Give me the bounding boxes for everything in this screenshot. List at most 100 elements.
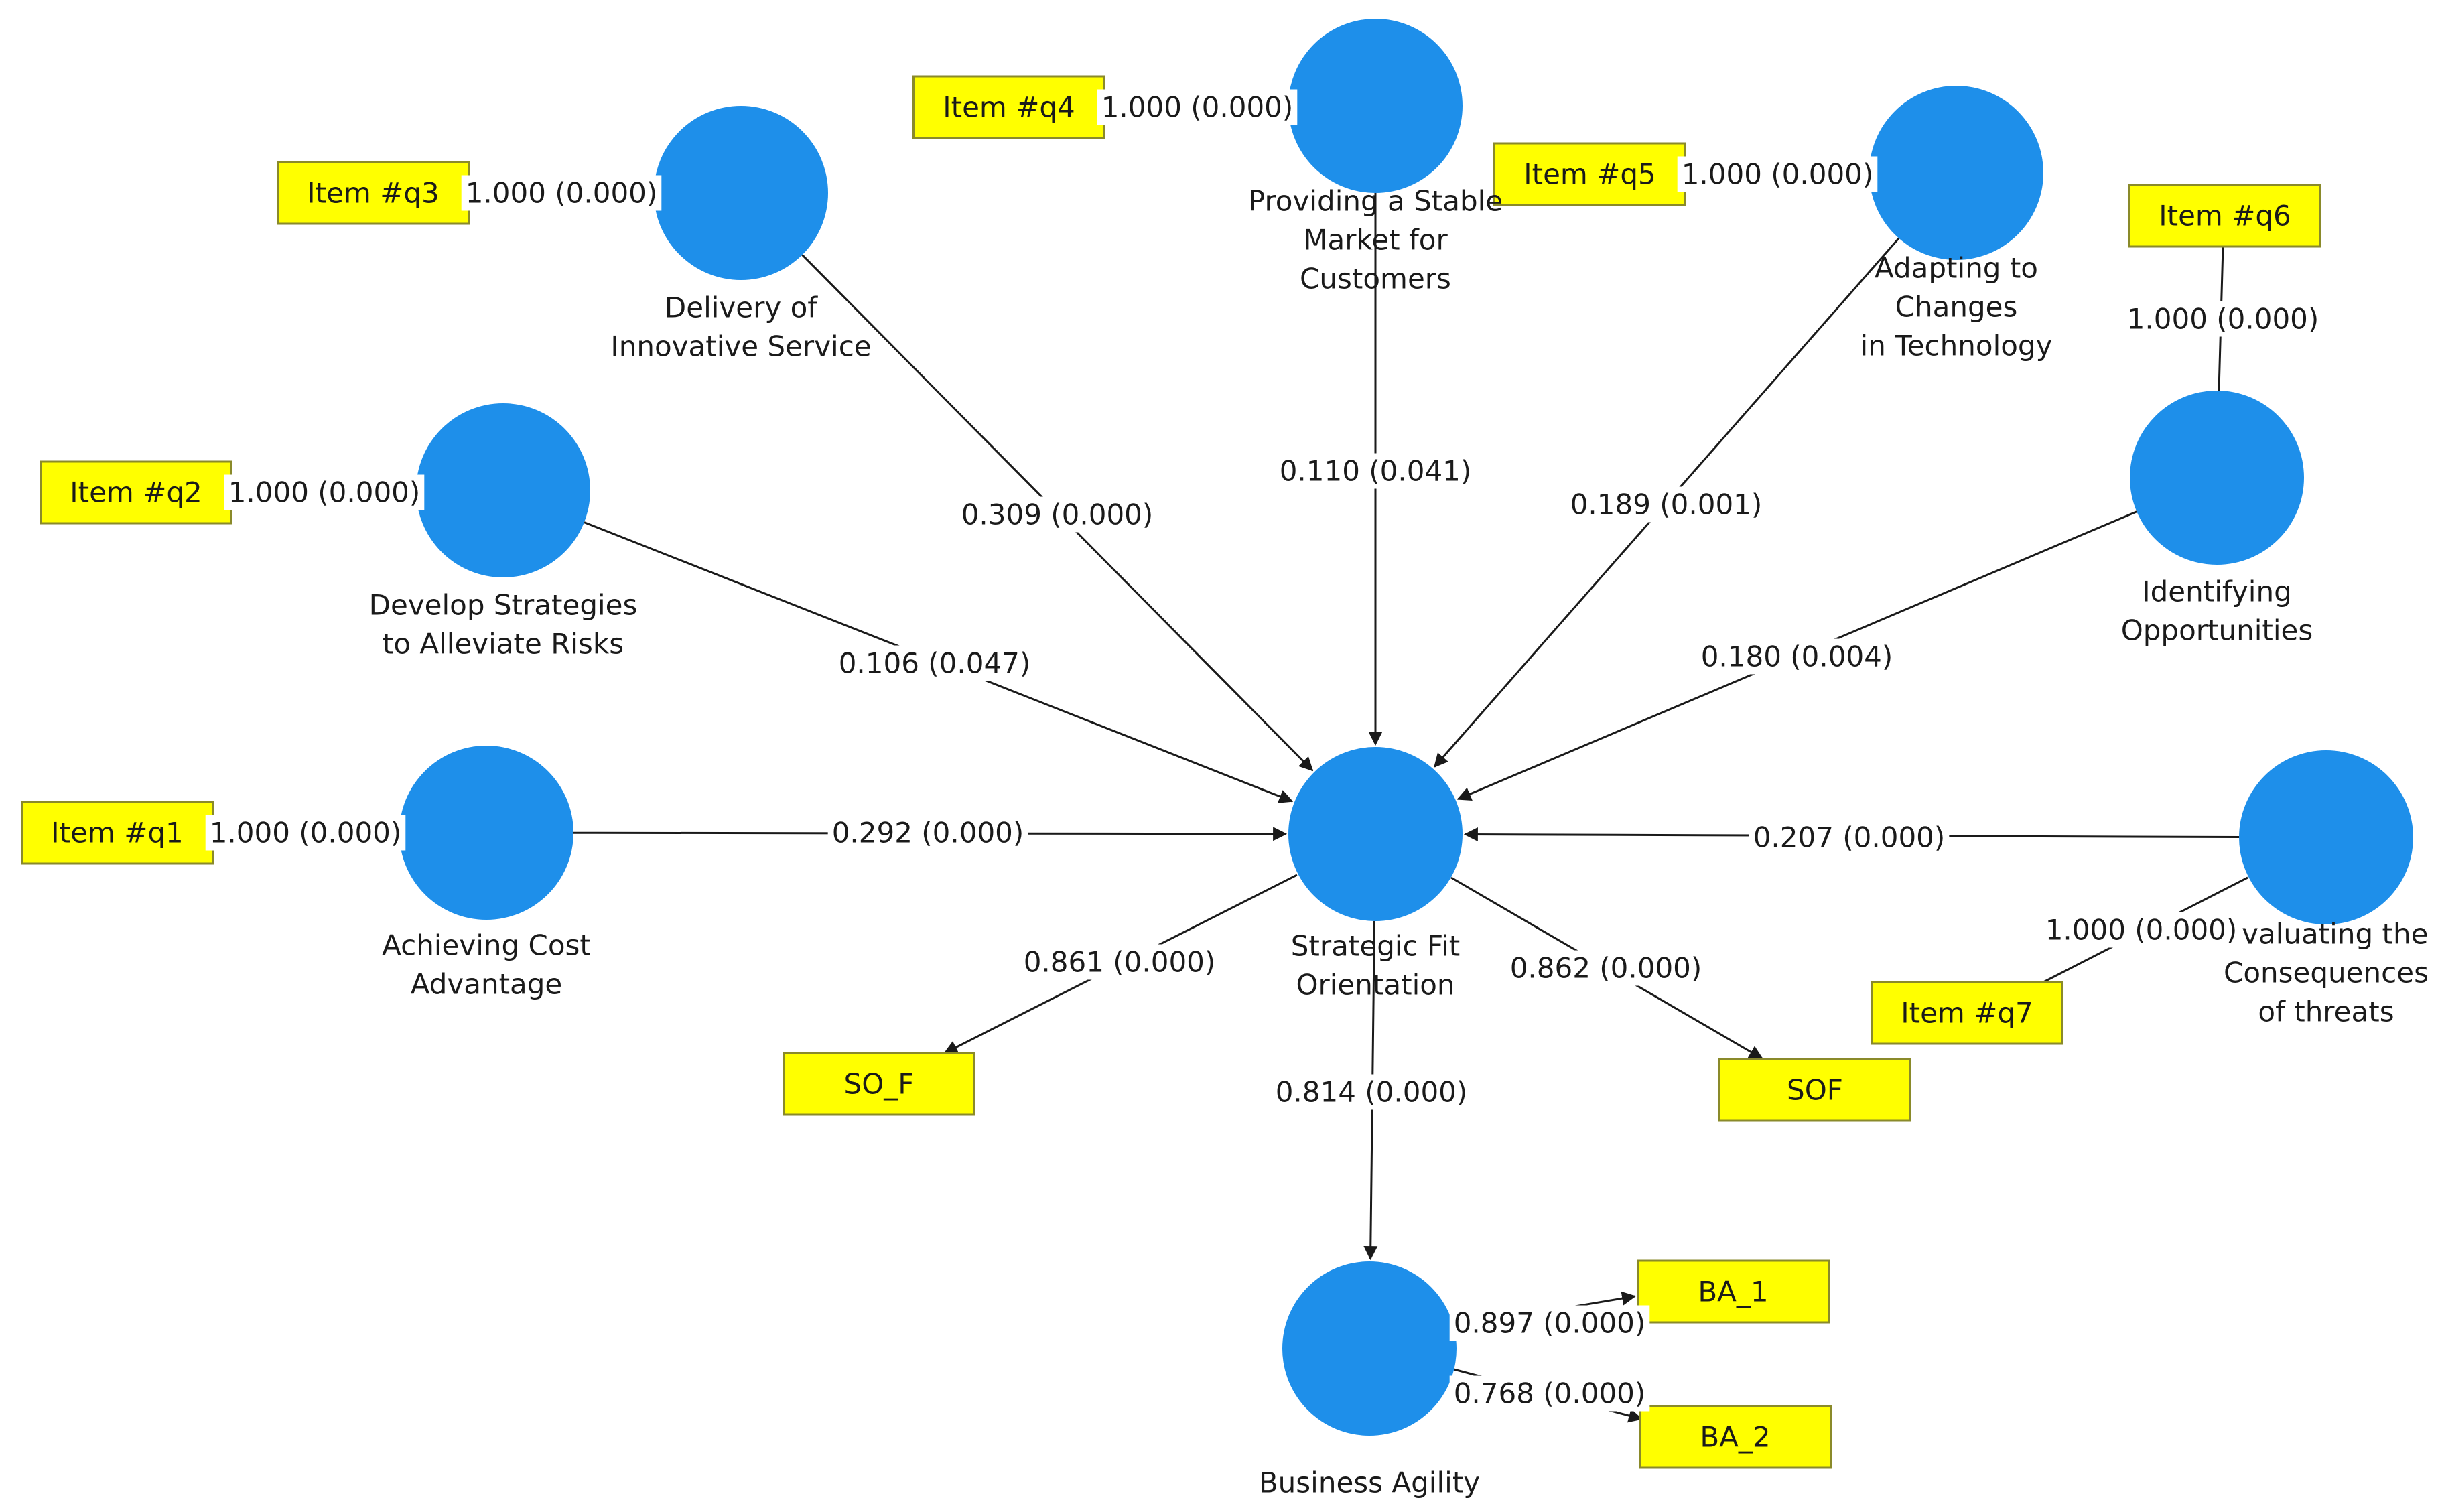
indicator-iq3-label: Item #q3: [307, 177, 439, 210]
loading-value-iq7-bg: [2041, 912, 2242, 948]
loading-value-sof-bg: [1505, 950, 1706, 986]
indicator-so_f-label: SO_F: [844, 1068, 915, 1101]
path-coefficient-q6-to-sfo: 0.180 (0.004): [1701, 640, 1893, 673]
indicator-iq4-label: Item #q4: [943, 91, 1075, 124]
path-coefficient-sfo-to-ba: 0.814 (0.000): [1276, 1076, 1468, 1109]
loading-value-iq6-bg: [2122, 301, 2323, 337]
path-coefficient-q3-to-sfo-bg: [957, 496, 1158, 533]
construct-q3-label: Delivery of: [665, 291, 818, 324]
indicator-ba_2-label: BA_2: [1700, 1421, 1770, 1454]
construct-q7-label: of threats: [2258, 995, 2394, 1028]
indicator-iq2[interactable]: Item #q2: [40, 460, 232, 525]
loading-value-sof: 0.862 (0.000): [1510, 952, 1702, 985]
path-coefficient-q7-to-sfo: 0.207 (0.000): [1753, 821, 1946, 854]
path-coefficient-q4-to-sfo: 0.110 (0.041): [1280, 455, 1472, 488]
indicator-iq3-box: [277, 161, 470, 225]
construct-q5-label: in Technology: [1860, 330, 2053, 362]
construct-q5-circle[interactable]: [1869, 86, 2043, 260]
construct-q6-label: Identifying: [2142, 575, 2292, 608]
construct-ba-circle[interactable]: [1282, 1261, 1457, 1436]
indicator-iq6-label: Item #q6: [2159, 200, 2291, 232]
indicator-so_f-box: [783, 1052, 975, 1116]
path-coefficient-q5-to-sfo-bg: [1566, 486, 1767, 523]
construct-sfo-label: Strategic Fit: [1291, 930, 1460, 963]
loading-value-iq3: 1.000 (0.000): [466, 177, 658, 210]
indicator-iq7[interactable]: Item #q7: [1871, 981, 2063, 1045]
path-coefficient-sfo-to-ba-bg: [1271, 1074, 1472, 1110]
construct-q5-label: Adapting to: [1875, 252, 2038, 285]
loading-value-so_f-bg: [1019, 944, 1220, 980]
loading-value-iq5: 1.000 (0.000): [1682, 158, 1874, 191]
path-coefficient-q7-to-sfo-bg: [1749, 819, 1950, 855]
loading-value-ba_2-bg: [1449, 1375, 1650, 1412]
indicator-iq3[interactable]: Item #q3: [277, 161, 470, 225]
loading-value-iq1: 1.000 (0.000): [210, 817, 402, 849]
construct-q3-circle[interactable]: [654, 106, 828, 280]
path-coefficient-q1-to-sfo-bg: [827, 815, 1028, 851]
indicator-ba_2[interactable]: BA_2: [1639, 1405, 1832, 1469]
construct-q6-circle[interactable]: [2130, 391, 2304, 565]
indicator-iq7-box: [1871, 981, 2063, 1045]
loading-value-iq2-bg: [224, 474, 425, 510]
construct-q4-label: Market for: [1303, 224, 1448, 257]
loading-value-iq6: 1.000 (0.000): [2127, 303, 2319, 336]
construct-q1-circle[interactable]: [399, 746, 573, 920]
path-coefficient-q2-to-sfo-bg: [834, 645, 1035, 681]
indicator-so_f[interactable]: SO_F: [783, 1052, 975, 1116]
indicator-sof[interactable]: SOF: [1718, 1058, 1911, 1122]
construct-q4-label: Providing a Stable: [1248, 185, 1503, 218]
indicator-iq1-box: [21, 801, 214, 865]
construct-q4-circle[interactable]: [1288, 19, 1463, 193]
construct-sfo-circle[interactable]: [1288, 747, 1463, 921]
construct-ba-label: Business Agility: [1259, 1466, 1480, 1499]
indicator-ba_1-box: [1637, 1259, 1830, 1324]
path-coefficient-q6-to-sfo-bg: [1696, 638, 1897, 675]
loading-value-iq5-bg: [1677, 156, 1878, 192]
construct-q7-circle[interactable]: [2239, 750, 2413, 924]
construct-q1-label: Achieving Cost: [382, 929, 591, 962]
path-coefficient-q4-to-sfo-bg: [1275, 453, 1476, 489]
indicator-ba_1[interactable]: BA_1: [1637, 1259, 1830, 1324]
indicator-sof-box: [1718, 1058, 1911, 1122]
construct-q2-circle[interactable]: [416, 403, 590, 577]
loading-value-iq7: 1.000 (0.000): [2045, 914, 2238, 947]
loading-value-iq2: 1.000 (0.000): [228, 476, 421, 509]
indicator-iq5-label: Item #q5: [1523, 158, 1656, 191]
construct-q4-label: Customers: [1300, 263, 1451, 295]
indicator-sof-label: SOF: [1787, 1074, 1843, 1107]
indicator-iq6[interactable]: Item #q6: [2128, 184, 2321, 248]
loading-value-iq1-bg: [205, 815, 406, 851]
indicator-iq6-box: [2128, 184, 2321, 248]
loading-value-ba_2: 0.768 (0.000): [1454, 1377, 1646, 1410]
construct-q2-label: Develop Strategies: [369, 589, 638, 622]
loading-value-ba_1-bg: [1449, 1305, 1650, 1341]
indicator-iq5-box: [1493, 142, 1686, 206]
path-coefficient-q2-to-sfo: 0.106 (0.047): [839, 647, 1031, 680]
indicator-iq1[interactable]: Item #q1: [21, 801, 214, 865]
construct-q2-label: to Alleviate Risks: [383, 628, 624, 661]
indicator-ba_2-box: [1639, 1405, 1832, 1469]
loading-value-iq4: 1.000 (0.000): [1101, 91, 1294, 124]
construct-q6-label: Opportunities: [2121, 614, 2313, 647]
indicator-iq7-label: Item #q7: [1901, 997, 2033, 1030]
loading-value-so_f: 0.861 (0.000): [1024, 946, 1216, 979]
construct-q1-label: Advantage: [411, 968, 563, 1001]
loading-value-iq4-bg: [1097, 89, 1298, 125]
path-coefficient-q3-to-sfo: 0.309 (0.000): [961, 498, 1154, 531]
indicator-iq4-box: [912, 75, 1105, 139]
indicator-iq4[interactable]: Item #q4: [912, 75, 1105, 139]
indicator-iq1-label: Item #q1: [51, 817, 184, 849]
indicator-ba_1-label: BA_1: [1698, 1276, 1768, 1308]
construct-q7-label: Consequences: [2224, 957, 2429, 989]
path-coefficient-q5-to-sfo: 0.189 (0.001): [1570, 488, 1763, 521]
indicator-iq2-box: [40, 460, 232, 525]
path-coefficient-q1-to-sfo: 0.292 (0.000): [832, 817, 1024, 849]
construct-q3-label: Innovative Service: [610, 330, 871, 363]
construct-sfo-label: Orientation: [1296, 969, 1454, 1002]
loading-value-iq3-bg: [461, 175, 662, 211]
indicator-iq2-label: Item #q2: [70, 476, 202, 509]
indicator-iq5[interactable]: Item #q5: [1493, 142, 1686, 206]
